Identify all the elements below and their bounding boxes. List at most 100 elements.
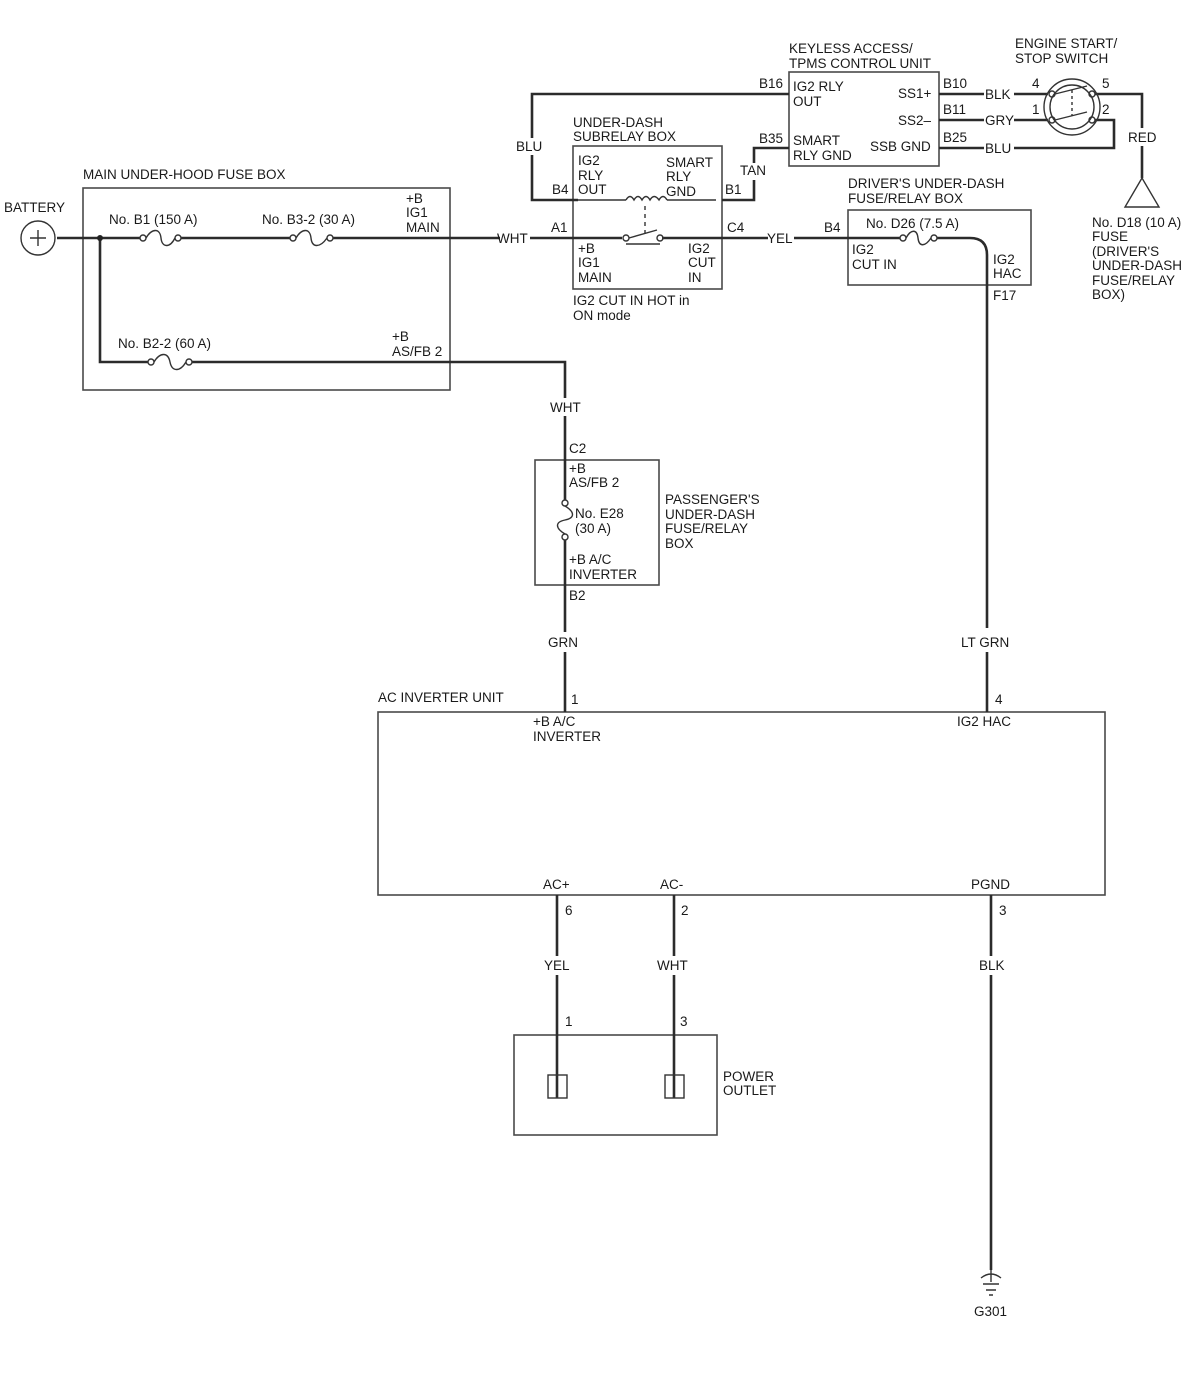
wire-label-grn-b2: GRN	[548, 635, 578, 650]
fuse-b2-2-icon	[147, 353, 193, 371]
wire-b2-2-branch	[98, 238, 567, 398]
ig2-rly-out-label-1: IG2 RLY	[793, 79, 844, 94]
passengers-under-dash-fuse-relay-box	[534, 459, 660, 586]
pass-box-title-1: PASSENGER'S	[665, 492, 760, 507]
wire-label-wht-main: WHT	[497, 231, 528, 246]
ac-minus-label: AC-	[660, 877, 683, 892]
ac-unit-title: AC INVERTER UNIT	[378, 690, 504, 705]
sr-smart-label-2: RLY	[666, 169, 691, 184]
ig1-main-label-2: IG1	[406, 205, 428, 220]
pin-switch-2: 2	[1102, 102, 1110, 117]
fuse-d26-label: No. D26 (7.5 A)	[866, 216, 959, 231]
d18-label-2: FUSE	[1092, 229, 1128, 244]
pin-f17: F17	[993, 288, 1016, 303]
ig2-note-2: ON mode	[573, 308, 631, 323]
pin-ac-2: 2	[681, 903, 689, 918]
wire-label-tan-b35: TAN	[740, 163, 766, 178]
sr-ig2-label-1: IG2	[578, 153, 600, 168]
pin-ac-4: 4	[995, 692, 1003, 707]
pin-b10: B10	[943, 76, 967, 91]
pass-box-title-3: FUSE/RELAY	[665, 521, 748, 536]
pass-box-title-2: UNDER-DASH	[665, 507, 755, 522]
ig2-rly-out-label-2: OUT	[793, 94, 822, 109]
outlet-label-2: OUTLET	[723, 1083, 776, 1098]
ssb-gnd-label: SSB GND	[870, 139, 931, 154]
driver-box-title-2: FUSE/RELAY BOX	[848, 191, 963, 206]
sr-ig1-label-2: IG1	[578, 255, 600, 270]
fuse-b1-label: No. B1 (150 A)	[109, 212, 198, 227]
wire-label-wht-ac: WHT	[657, 958, 688, 973]
wire-label-ltgrn-f17: LT GRN	[961, 635, 1009, 650]
main-fuse-box-title: MAIN UNDER-HOOD FUSE BOX	[83, 167, 286, 182]
pin-b11: B11	[943, 102, 966, 117]
power-outlet-box	[513, 1034, 718, 1136]
sr-ig2-label-2: RLY	[578, 168, 603, 183]
wire-label-blk-pgnd: BLK	[979, 958, 1005, 973]
ss1-label: SS1+	[898, 86, 932, 101]
subrelay-coil-icon	[578, 195, 716, 236]
p-inv-label-1: +B A/C	[569, 552, 612, 567]
subrelay-title-2: SUBRELAY BOX	[573, 129, 676, 144]
keyless-title-1: KEYLESS ACCESS/	[789, 41, 913, 56]
wire-label-yel-c4: YEL	[767, 231, 793, 246]
wire-red-switch	[1095, 92, 1144, 178]
wire-blu-b16	[530, 92, 789, 202]
asfb2-label-1: +B	[392, 329, 409, 344]
wire-tan-b35	[722, 146, 789, 202]
engine-switch-title-2: STOP SWITCH	[1015, 51, 1108, 66]
pin-ac-1: 1	[571, 692, 579, 707]
pin-b25: B25	[943, 130, 967, 145]
pin-switch-1: 1	[1032, 102, 1040, 117]
battery-label: BATTERY	[4, 200, 65, 215]
d18-label-6: BOX)	[1092, 287, 1125, 302]
wire-label-blu-b16: BLU	[516, 139, 542, 154]
ground-icon	[980, 1270, 1002, 1296]
ss2-label: SS2–	[898, 113, 932, 128]
outlet-terminal-3	[664, 1074, 685, 1099]
wire-blu-b25	[939, 118, 1116, 150]
ac-inverter-unit-box	[377, 711, 1106, 896]
splice-dot	[97, 235, 103, 241]
ground-label: G301	[974, 1304, 1007, 1319]
sr-ig2-label-3: OUT	[578, 182, 607, 197]
wire-subrelay-c4-yel	[662, 236, 989, 628]
smart-rly-gnd-label-2: RLY GND	[793, 148, 852, 163]
pin-c4: C4	[727, 220, 745, 235]
ac-hac-label: IG2 HAC	[957, 714, 1011, 729]
wire-label-blu-b25: BLU	[985, 141, 1011, 156]
pin-outlet-1: 1	[565, 1014, 573, 1029]
outlet-terminal-1	[547, 1074, 568, 1099]
sr-smart-label-1: SMART	[666, 155, 713, 170]
fuse-b3-2-label: No. B3-2 (30 A)	[262, 212, 355, 227]
sr-cut-label-3: IN	[688, 270, 702, 285]
pin-outlet-3: 3	[680, 1014, 688, 1029]
ac-inv-label-1: +B A/C	[533, 714, 576, 729]
d-hac-label-2: HAC	[993, 266, 1022, 281]
pgnd-label: PGND	[971, 877, 1010, 892]
d-cut-label-1: IG2	[852, 242, 874, 257]
pin-b2: B2	[569, 588, 586, 603]
ac-plus-label: AC+	[543, 877, 570, 892]
pin-ac-3: 3	[999, 903, 1007, 918]
fuse-e28-label-2: (30 A)	[575, 521, 611, 536]
p-inv-label-2: INVERTER	[569, 567, 637, 582]
ig1-main-label-3: MAIN	[406, 220, 440, 235]
sr-cut-label-2: CUT	[688, 255, 716, 270]
d-cut-label-2: CUT IN	[852, 257, 897, 272]
asfb2-label-2: AS/FB 2	[392, 344, 442, 359]
pin-switch-5: 5	[1102, 76, 1110, 91]
wire-label-red-switch: RED	[1128, 130, 1157, 145]
main-under-hood-fuse-box	[82, 187, 451, 391]
wire-label-yel-ac: YEL	[544, 958, 570, 973]
wire-label-gry-b11: GRY	[985, 113, 1014, 128]
drivers-under-dash-fuse-relay-box	[847, 209, 1032, 286]
d18-label-5: FUSE/RELAY	[1092, 273, 1175, 288]
fuse-d18-symbol	[1123, 176, 1161, 208]
engine-switch-title-1: ENGINE START/	[1015, 36, 1118, 51]
fuse-e28-label-1: No. E28	[575, 506, 624, 521]
fuse-b3-2-icon	[289, 229, 334, 247]
sr-ig1-label-3: MAIN	[578, 270, 612, 285]
pin-b16: B16	[759, 76, 783, 91]
pin-c2: C2	[569, 441, 586, 456]
